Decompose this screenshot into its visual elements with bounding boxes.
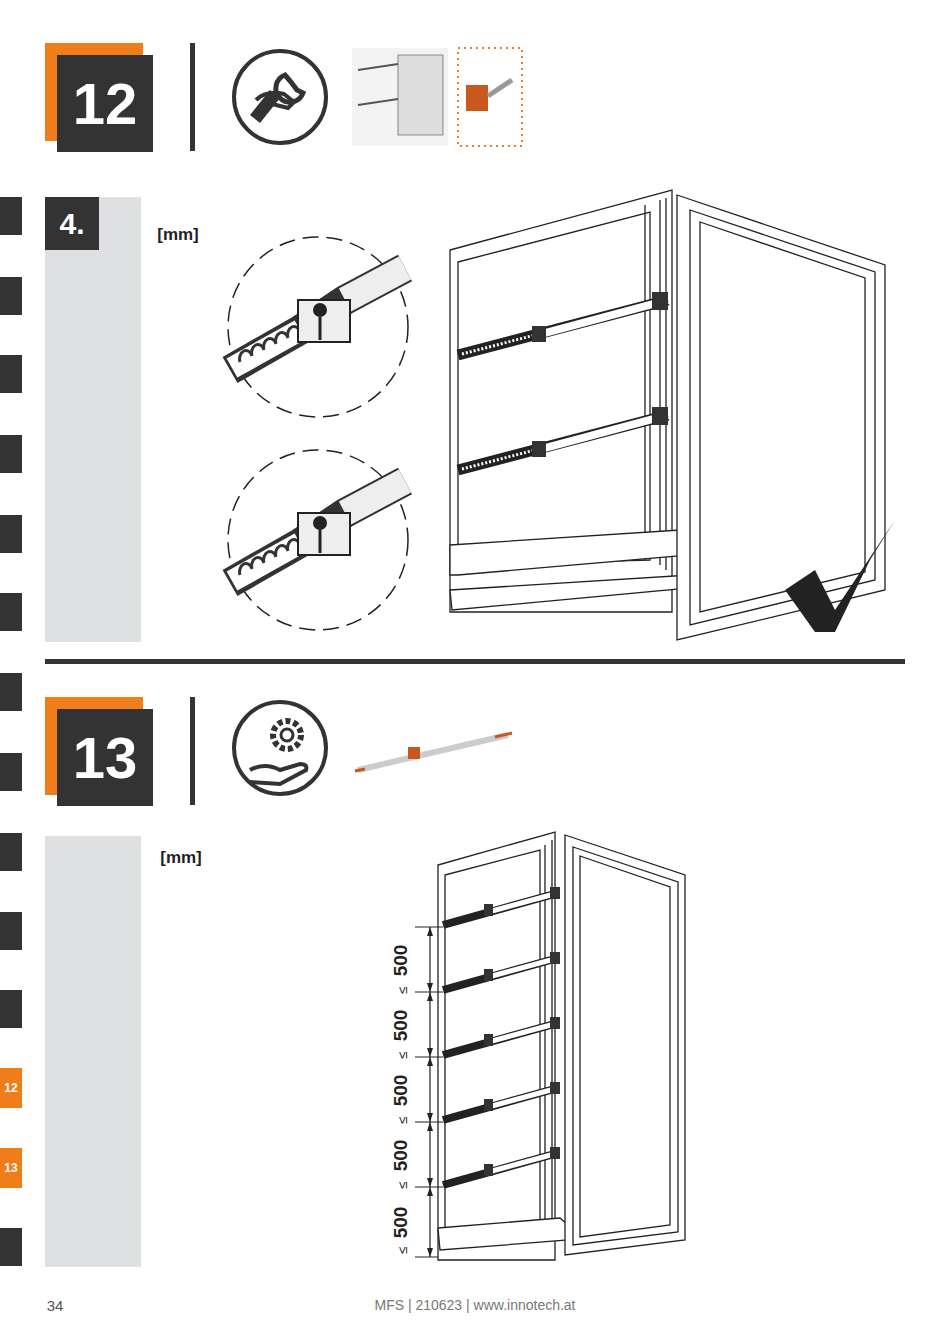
step-number: 4. xyxy=(59,207,84,241)
dimension-symbol: ≤ xyxy=(396,1246,409,1253)
dimension-symbol: ≤ xyxy=(396,1051,409,1058)
step-number: 13 xyxy=(73,724,138,791)
side-tab: 12 xyxy=(0,1068,22,1108)
dimension-symbol: ≤ xyxy=(396,986,409,993)
dimension-value: 500 xyxy=(391,1009,410,1041)
substep-badge: 4. xyxy=(45,197,99,250)
step-number: 12 xyxy=(73,70,138,137)
dimension-value: 500 xyxy=(391,1139,410,1171)
step-badge: 13 xyxy=(57,709,153,806)
dimension-value: 500 xyxy=(391,944,410,976)
page-number: 34 xyxy=(47,1298,64,1313)
unit-label: [mm] xyxy=(157,226,199,243)
footer-text: MFS | 210623 | www.innotech.at xyxy=(374,1298,575,1312)
dimension-symbol: ≤ xyxy=(396,1116,409,1123)
step-badge: 12 xyxy=(57,55,153,152)
dimension-value: 500 xyxy=(391,1206,410,1238)
dimension-symbol: ≤ xyxy=(396,1181,409,1188)
step-number: 12 xyxy=(4,1081,17,1095)
unit-label: [mm] xyxy=(160,849,202,866)
step-number: 13 xyxy=(4,1161,17,1175)
dimension-value: 500 xyxy=(391,1074,410,1106)
side-tab: 13 xyxy=(0,1148,22,1188)
